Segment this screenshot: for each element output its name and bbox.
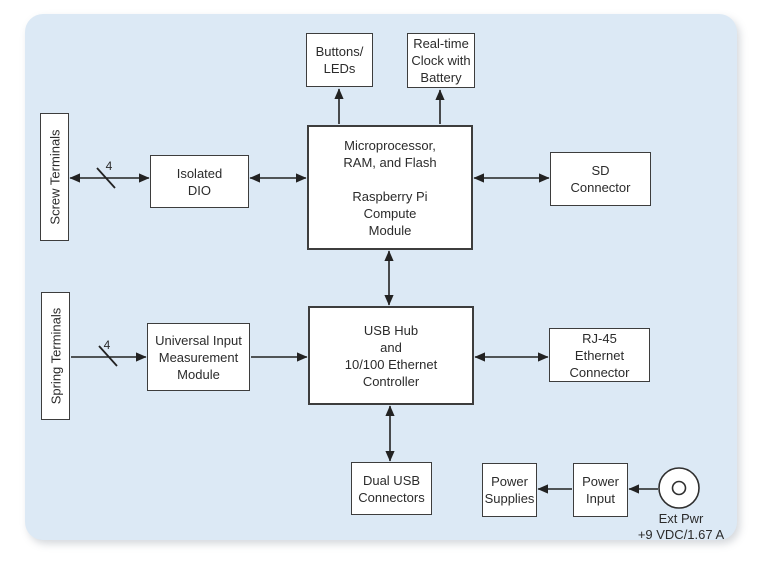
ext-pwr-label: Ext Pwr (658, 511, 704, 526)
block-rj45-connector: RJ-45 Ethernet Connector (549, 328, 650, 382)
block-processor-compute-module: Microprocessor, RAM, and Flash Raspberry… (307, 125, 473, 250)
block-buttons-leds: Buttons/ LEDs (306, 33, 373, 87)
block-usb-hub-ethernet-controller: USB Hub and 10/100 Ethernet Controller (308, 306, 474, 405)
block-label: Screw Terminals (47, 129, 62, 225)
block-screw-terminals: Screw Terminals (40, 113, 69, 241)
diagram-panel (25, 14, 737, 540)
block-isolated-dio: Isolated DIO (150, 155, 249, 208)
block-realtime-clock: Real-time Clock with Battery (407, 33, 475, 88)
block-sd-connector: SD Connector (550, 152, 651, 206)
block-power-input: Power Input (573, 463, 628, 517)
bus-width-label-screw-dio: 4 (105, 159, 113, 173)
block-dual-usb-connectors: Dual USB Connectors (351, 462, 432, 515)
ext-pwr-rating-label: +9 VDC/1.67 A (637, 527, 725, 542)
block-label: Spring Terminals (48, 307, 63, 405)
bus-width-label-spring-uimm: 4 (103, 338, 111, 352)
block-power-supplies: Power Supplies (482, 463, 537, 517)
block-spring-terminals: Spring Terminals (41, 292, 70, 420)
block-universal-input-module: Universal Input Measurement Module (147, 323, 250, 391)
